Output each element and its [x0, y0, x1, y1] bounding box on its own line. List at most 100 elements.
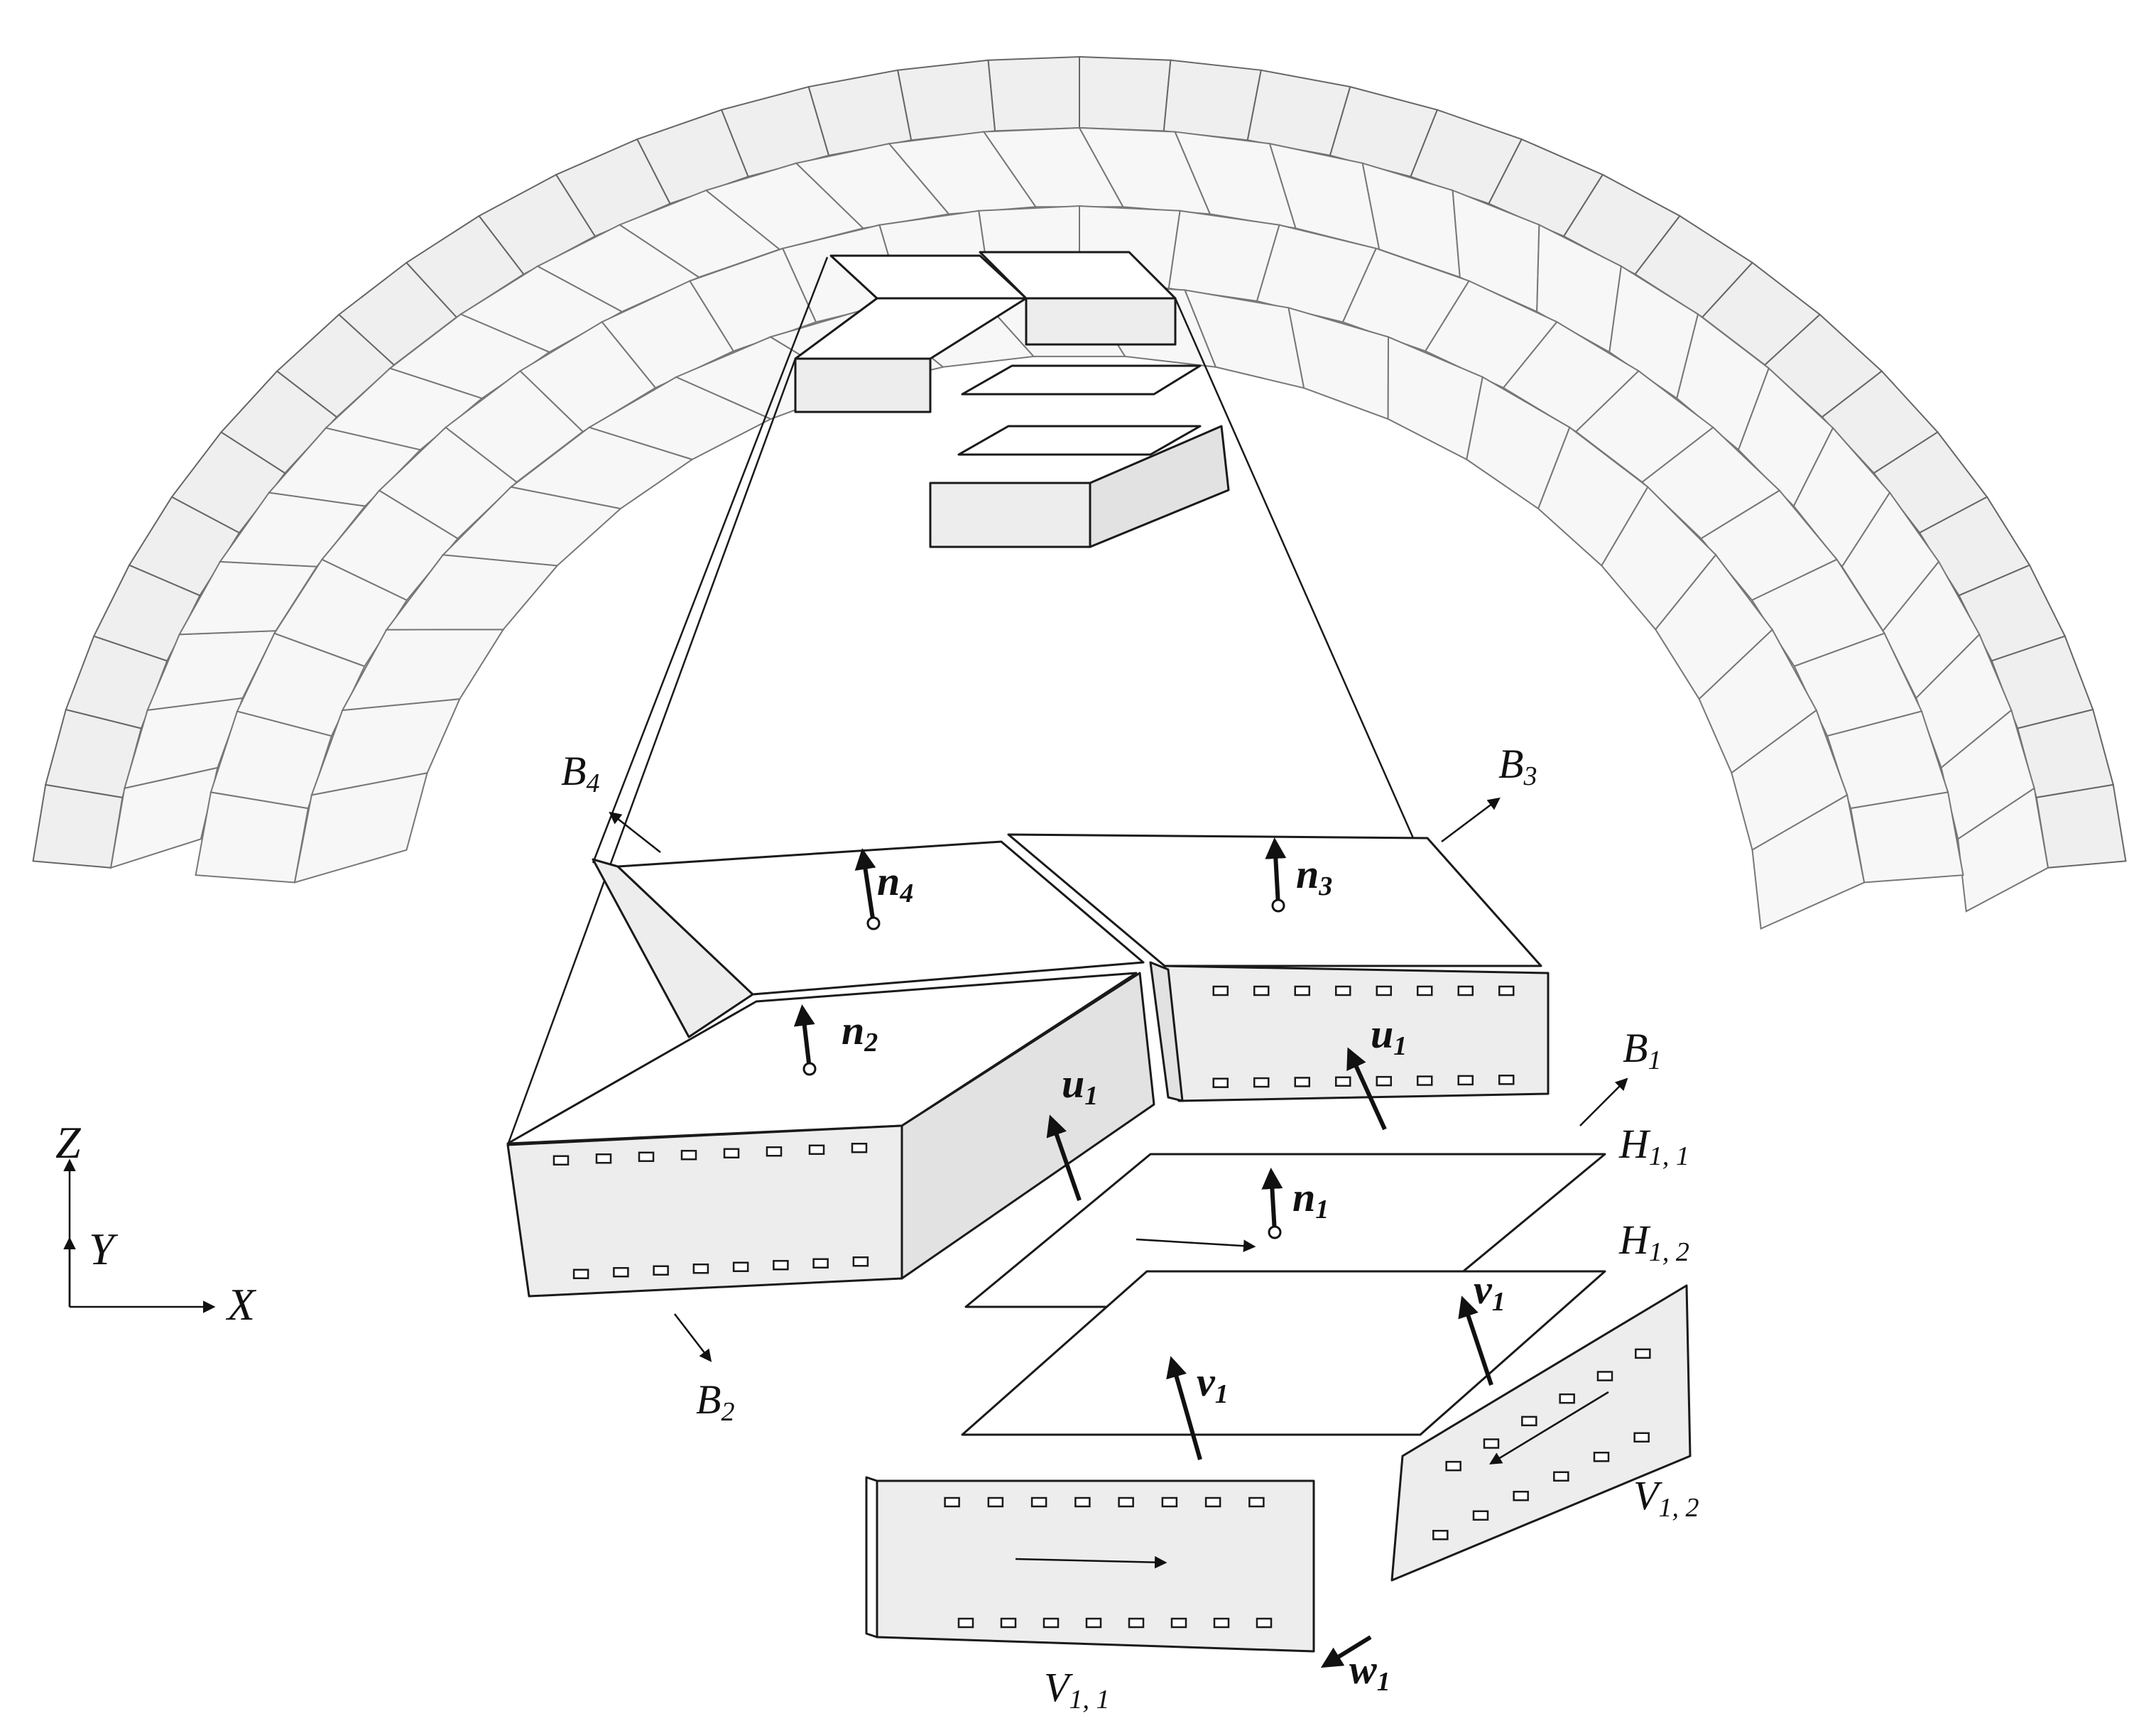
slot	[944, 1496, 960, 1508]
slot	[1513, 1491, 1529, 1501]
b1-arrow	[1579, 1077, 1628, 1126]
slot	[1472, 1510, 1489, 1521]
slot	[680, 1150, 697, 1161]
dome-tile	[1751, 793, 1866, 930]
slot	[552, 1155, 570, 1166]
slot	[1294, 1077, 1310, 1087]
slot	[638, 1151, 655, 1162]
slot	[732, 1261, 749, 1272]
slot	[653, 1265, 669, 1276]
slot	[1253, 985, 1270, 996]
dome-tile	[32, 783, 124, 869]
dome-tile	[897, 59, 996, 141]
v11-direction	[1015, 1555, 1167, 1569]
label-n2: n2	[842, 1007, 878, 1058]
n1-arrow	[1261, 1168, 1283, 1233]
n2-origin	[802, 1062, 817, 1076]
slot	[1204, 1496, 1221, 1508]
slot	[773, 1260, 789, 1271]
label-n3: n3	[1296, 851, 1332, 901]
slot	[1417, 985, 1433, 996]
slot	[572, 1268, 589, 1279]
label-u1-right: u1	[1371, 1011, 1407, 1061]
n1-origin	[1268, 1225, 1282, 1239]
w1-arrow	[1320, 1635, 1372, 1668]
label-v11: V1, 1	[1044, 1664, 1109, 1715]
v12-direction	[1489, 1391, 1609, 1465]
n2-arrow	[793, 1004, 815, 1070]
slot	[1376, 985, 1392, 996]
label-h11: H1, 1	[1618, 1121, 1689, 1171]
slot	[1559, 1393, 1575, 1404]
box-b2	[506, 972, 1155, 1298]
slot	[1030, 1496, 1047, 1508]
slot	[1000, 1617, 1017, 1629]
label-n1: n1	[1292, 1174, 1329, 1224]
slot	[1256, 1617, 1273, 1629]
slot	[1498, 985, 1515, 996]
slot	[1212, 1077, 1229, 1088]
slot	[1596, 1371, 1613, 1381]
label-n4: n4	[877, 858, 913, 908]
b4-arrow	[609, 811, 661, 853]
dome-tile	[1849, 791, 1964, 884]
slot	[1432, 1530, 1449, 1541]
n4-arrow	[854, 848, 876, 924]
slot	[957, 1617, 974, 1629]
slot	[692, 1264, 709, 1274]
label-b4: B4	[561, 748, 599, 798]
slot	[1074, 1496, 1091, 1508]
dome-tile	[1957, 787, 2049, 913]
slot	[1335, 985, 1351, 996]
slot	[1170, 1617, 1187, 1629]
label-u1-left: u1	[1062, 1060, 1098, 1111]
dome-tile	[1079, 55, 1172, 132]
n3-origin	[1271, 898, 1285, 913]
v1-lower-arrow	[1166, 1356, 1202, 1460]
slot	[1212, 985, 1229, 996]
plate-v11	[865, 1476, 1315, 1653]
h11-direction	[1136, 1238, 1256, 1252]
dome-tile	[2035, 783, 2127, 869]
coordinate-axes: Z Y X	[55, 1117, 257, 1330]
slot	[1521, 1416, 1537, 1427]
slot	[1085, 1617, 1102, 1629]
slot	[1553, 1471, 1569, 1482]
diagram-labels: B4 B3 B1 B2 n4 n3 n2 n1 u1 u1 v1 v1 w1 H…	[561, 741, 1699, 1715]
detail-exploded-small	[794, 251, 1230, 548]
y-axis-label: Y	[89, 1224, 119, 1274]
slot	[1483, 1438, 1500, 1449]
label-v1-lower: v1	[1197, 1359, 1229, 1409]
slot	[1633, 1432, 1650, 1443]
slot	[1161, 1496, 1178, 1508]
slot	[1253, 1077, 1270, 1088]
slot	[595, 1153, 612, 1164]
slot	[1128, 1617, 1145, 1629]
label-v1-upper: v1	[1474, 1266, 1506, 1317]
plate-h12	[961, 1270, 1606, 1436]
b3-arrow	[1441, 797, 1501, 842]
label-b2: B2	[696, 1376, 734, 1427]
dome-shell	[32, 55, 2127, 930]
slot	[1248, 1496, 1265, 1508]
label-b1: B1	[1623, 1025, 1661, 1075]
slot	[1457, 1075, 1474, 1086]
slot	[1635, 1348, 1651, 1359]
slot	[766, 1146, 783, 1157]
slot	[812, 1258, 829, 1268]
n4-origin	[866, 916, 881, 930]
box-b4	[592, 840, 1145, 1038]
label-b3: B3	[1498, 741, 1537, 791]
slot	[808, 1144, 825, 1155]
b2-arrow	[674, 1313, 712, 1362]
arrows	[609, 797, 1628, 1668]
u1-left-arrow	[1046, 1114, 1082, 1201]
slot	[1294, 985, 1310, 996]
label-w1: w1	[1349, 1646, 1390, 1697]
slot	[1457, 985, 1474, 996]
dome-tile	[987, 55, 1080, 132]
x-axis-label: X	[225, 1279, 257, 1330]
slot	[1417, 1075, 1433, 1086]
z-axis-label: Z	[55, 1117, 82, 1168]
